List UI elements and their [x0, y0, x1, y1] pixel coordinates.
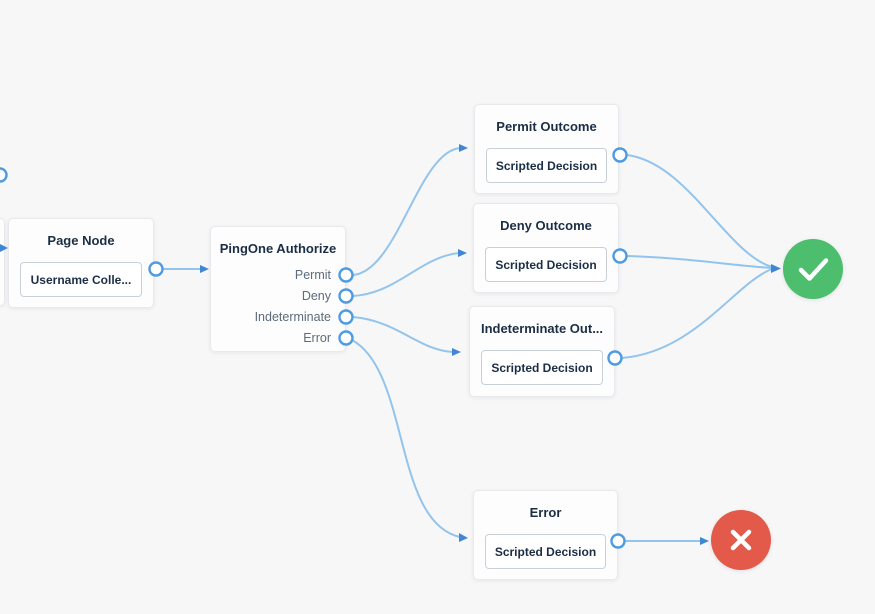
output-permit-label: Permit [294, 268, 331, 282]
connection-indeterminate[interactable] [352, 316, 454, 353]
connection-deny[interactable] [352, 252, 460, 297]
connection-permit-to-success[interactable] [626, 154, 773, 268]
port-permit-outcome-out[interactable] [612, 147, 628, 163]
port-indeterminate[interactable] [338, 309, 354, 325]
username-collector-button[interactable]: Username Colle... [20, 262, 142, 297]
node-deny-outcome[interactable]: Deny Outcome Scripted Decision [473, 203, 619, 293]
arrowhead-into-success [771, 264, 781, 273]
indeterminate-scripted-decision-button[interactable]: Scripted Decision [481, 350, 603, 385]
deny-scripted-decision-button[interactable]: Scripted Decision [485, 247, 607, 282]
port-error[interactable] [338, 330, 354, 346]
port-indeterminate-outcome-out[interactable] [607, 350, 623, 366]
node-indeterminate-outcome[interactable]: Indeterminate Out... Scripted Decision [469, 306, 615, 397]
node-page-title: Page Node [47, 233, 115, 248]
port-deny[interactable] [338, 288, 354, 304]
port-deny-outcome-out[interactable] [612, 248, 628, 264]
node-pingone-authorize[interactable]: PingOne Authorize Permit Deny Indetermin… [210, 226, 346, 352]
failure-node[interactable] [711, 510, 771, 570]
node-indeterminate-outcome-title: Indeterminate Out... [480, 321, 604, 336]
arrowhead-into-permit-outcome [459, 144, 468, 152]
arrowhead-into-failure [700, 537, 709, 545]
arrowhead-into-indeterminate-outcome [452, 348, 461, 356]
output-list: Permit Deny Indeterminate Error [211, 265, 345, 349]
connection-deny-to-success[interactable] [626, 255, 773, 269]
port-offscreen-node[interactable] [0, 167, 8, 183]
permit-scripted-decision-button[interactable]: Scripted Decision [486, 148, 607, 183]
node-pingone-authorize-title: PingOne Authorize [219, 241, 337, 256]
offscreen-node-sliver [0, 218, 5, 306]
output-indeterminate-label: Indeterminate [254, 310, 331, 324]
output-deny-label: Deny [301, 289, 331, 303]
node-error-title: Error [529, 505, 562, 520]
node-page[interactable]: Page Node Username Colle... [8, 218, 154, 308]
port-permit[interactable] [338, 267, 354, 283]
check-icon [798, 258, 829, 281]
port-error-node-out[interactable] [610, 533, 626, 549]
node-permit-outcome-title: Permit Outcome [496, 119, 597, 134]
node-permit-outcome[interactable]: Permit Outcome Scripted Decision [474, 104, 619, 194]
success-node[interactable] [783, 239, 843, 299]
arrowhead-into-authorize [200, 265, 209, 273]
arrowhead-into-deny-outcome [458, 249, 467, 257]
node-error[interactable]: Error Scripted Decision [473, 490, 618, 580]
output-error-label: Error [303, 331, 331, 345]
connection-permit[interactable] [352, 147, 461, 276]
connection-indeterminate-to-success[interactable] [621, 268, 773, 359]
node-deny-outcome-title: Deny Outcome [500, 218, 592, 233]
connection-error[interactable] [351, 339, 461, 538]
x-icon [730, 529, 752, 551]
port-page-node-out[interactable] [148, 261, 164, 277]
error-scripted-decision-button[interactable]: Scripted Decision [485, 534, 606, 569]
arrowhead-into-error-node [459, 533, 468, 542]
